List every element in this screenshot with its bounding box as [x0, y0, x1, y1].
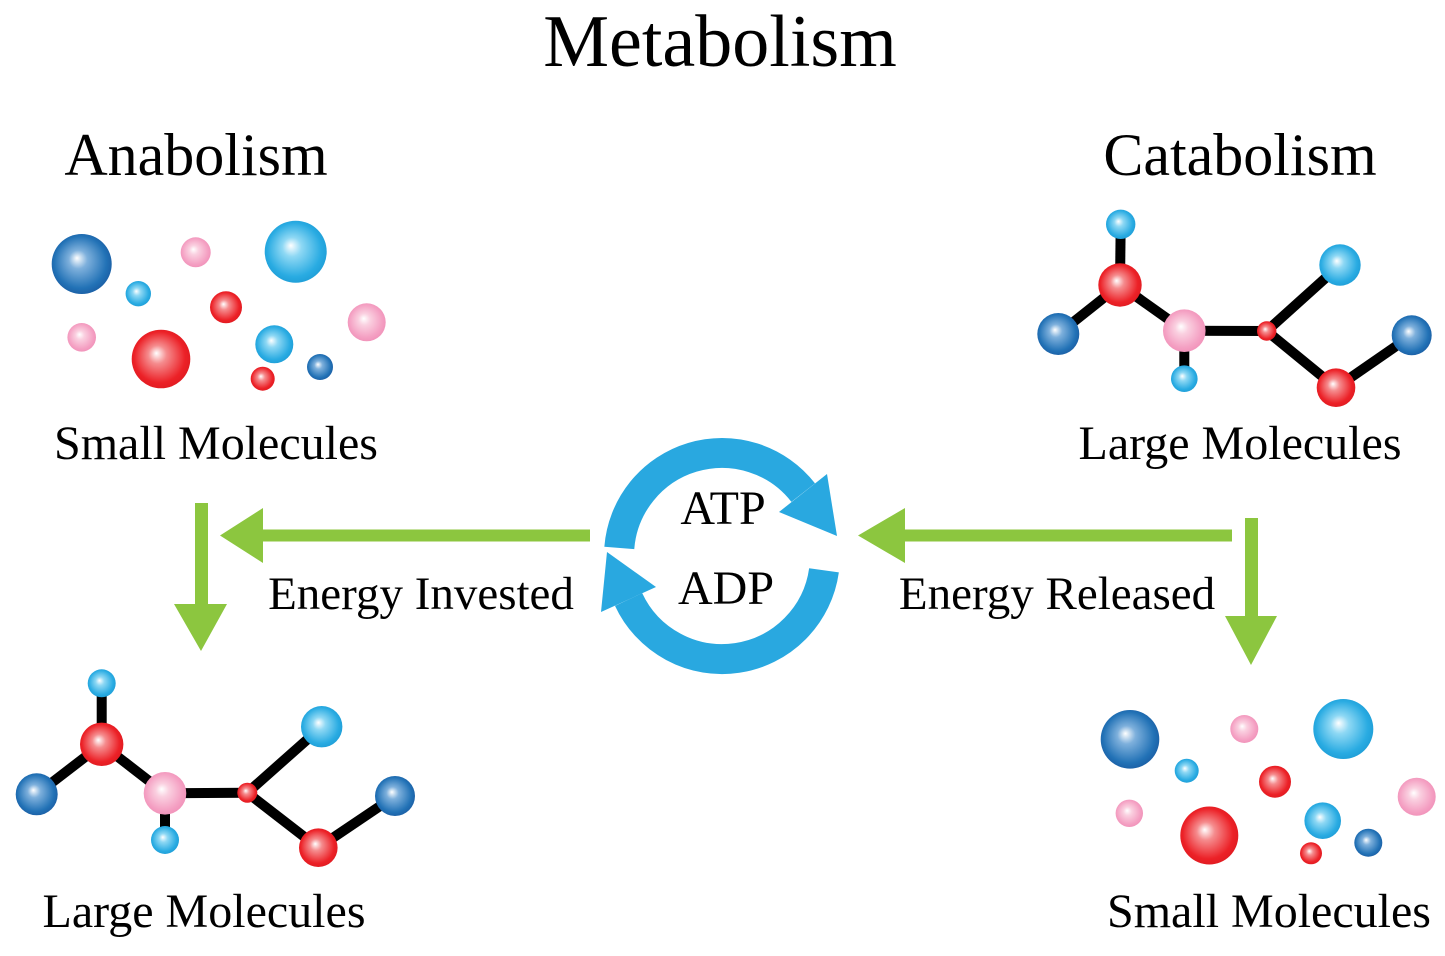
molecule-circle-red [250, 366, 275, 391]
anabolism-large-molecules-label: Large Molecules [42, 885, 366, 938]
atom-node-red [299, 828, 338, 867]
molecule-circle-pink [180, 237, 211, 268]
atom-node-blue [1391, 315, 1432, 356]
atom-node-cyan [1171, 365, 1198, 393]
molecule-circle-cyan [125, 281, 151, 307]
atom-node-red [1257, 321, 1277, 341]
molecule-circle-red [210, 291, 242, 324]
energy-released-label: Energy Released [898, 568, 1216, 620]
molecule-circle-cyan [1313, 699, 1374, 759]
atom-node-cyan [301, 706, 343, 748]
molecule-circle-pink [347, 303, 386, 342]
molecule-circle-pink [1230, 715, 1259, 743]
atom-node-pink [143, 772, 187, 815]
molecule-circle-blue [307, 354, 333, 380]
atom-node-blue [375, 776, 415, 816]
small-molecules-catabolism [1100, 699, 1436, 865]
molecule-circle-red [131, 329, 191, 389]
catabolism-small-molecules-label: Small Molecules [1107, 885, 1431, 938]
molecule-circle-pink [67, 323, 96, 352]
energy-arrow-left-horizontal [220, 508, 590, 563]
atom-node-blue [1037, 313, 1080, 355]
atom-node-blue [15, 773, 58, 816]
molecule-circle-cyan [255, 325, 294, 364]
molecule-circle-cyan [1304, 802, 1341, 839]
adp-label: ADP [677, 562, 775, 615]
molecule-circle-blue [51, 234, 112, 294]
energy-arrow-left-down [174, 503, 227, 651]
molecule-circle-blue [1354, 828, 1383, 857]
molecule-circle-pink [1397, 777, 1436, 816]
molecule-circle-red [1180, 806, 1239, 865]
molecule-circle-cyan [264, 220, 327, 283]
large-molecule-catabolism [1037, 209, 1432, 408]
catabolism-large-molecules-label: Large Molecules [1078, 417, 1402, 470]
atom-node-red [1316, 368, 1356, 408]
molecule-circle-cyan [1174, 758, 1199, 783]
atom-node-pink [1163, 309, 1206, 353]
molecule-circle-pink [1115, 799, 1144, 827]
cycle-arrowhead-right [779, 474, 837, 536]
energy-arrow-right-horizontal [858, 508, 1232, 563]
page-title: Metabolism [543, 1, 897, 83]
atom-node-red [80, 722, 124, 766]
cycle-arrowhead-left [601, 552, 656, 612]
atom-node-cyan [151, 826, 179, 854]
anabolism-small-molecules-label: Small Molecules [54, 417, 378, 470]
catabolism-heading: Catabolism [1103, 122, 1377, 188]
molecule-circle-blue [1100, 710, 1160, 769]
atom-node-red [237, 782, 258, 803]
atom-node-red [1098, 263, 1142, 307]
cycle-arc-bottom [615, 567, 839, 675]
atom-node-cyan [1106, 209, 1136, 239]
atom-node-cyan [87, 669, 116, 698]
energy-invested-label: Energy Invested [268, 568, 574, 620]
anabolism-heading: Anabolism [64, 122, 328, 188]
energy-arrow-right-down [1225, 518, 1277, 665]
atom-node-cyan [1319, 244, 1361, 286]
large-molecule-anabolism [15, 669, 415, 867]
atp-label: ATP [680, 482, 766, 535]
cycle-arc-top [604, 437, 816, 550]
small-molecules-anabolism [51, 220, 386, 391]
molecule-circle-red [1259, 765, 1291, 798]
molecule-circle-red [1300, 842, 1322, 865]
